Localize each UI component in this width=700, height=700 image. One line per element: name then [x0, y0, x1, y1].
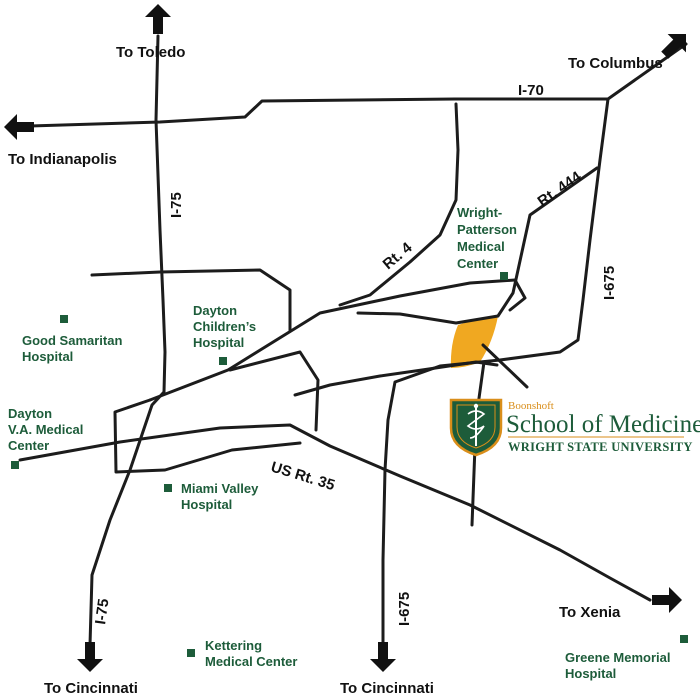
- place-miami-valley: Miami Valley Hospital: [164, 481, 259, 512]
- label-to-cincinnati-east: To Cincinnati: [340, 680, 434, 697]
- label-i75-south: I-75: [92, 598, 112, 626]
- hospital-marker-icon: [11, 461, 19, 469]
- arrow-south-cincinnati-west-icon: [77, 642, 103, 672]
- place-dayton-childrens: Dayton Children’s Hospital: [193, 303, 256, 365]
- hospital-marker-icon: [164, 484, 172, 492]
- place-label-line: Wright-: [457, 205, 502, 220]
- label-i75-north: I-75: [168, 192, 185, 218]
- place-label-line: Hospital: [22, 349, 73, 364]
- label-us35: US Rt. 35: [269, 459, 337, 495]
- place-label-line: Center: [8, 438, 49, 453]
- label-to-columbus: To Columbus: [568, 55, 663, 72]
- place-label-line: Hospital: [181, 497, 232, 512]
- arrow-northeast-columbus-icon: [661, 34, 686, 59]
- road-campus-spur: [481, 343, 529, 389]
- road-upper-loop: [90, 268, 292, 332]
- label-i675-east: I-675: [601, 266, 618, 300]
- hospital-marker-icon: [60, 315, 68, 323]
- place-kettering: Kettering Medical Center: [187, 638, 297, 669]
- boonshoft-logo: Boonshoft School of Medicine WRIGHT STAT…: [449, 398, 700, 457]
- place-label-line: Miami Valley: [181, 481, 259, 496]
- place-good-samaritan: Good Samaritan Hospital: [22, 315, 122, 364]
- road-north-connector: [293, 360, 499, 397]
- road-i75-north: [154, 34, 167, 394]
- direction-arrows: [4, 4, 686, 672]
- place-label-line: Patterson: [457, 222, 517, 237]
- label-rt4: Rt. 4: [380, 239, 416, 273]
- road-diagonal: [148, 278, 527, 402]
- road-rt4: [338, 102, 460, 307]
- arrow-west-indianapolis-icon: [4, 114, 34, 140]
- arrow-north-toledo-icon: [145, 4, 171, 34]
- place-label-line: V.A. Medical: [8, 422, 83, 437]
- road-west-box: [113, 398, 302, 474]
- road-us35: [18, 423, 652, 602]
- place-label-line: Children’s: [193, 319, 256, 334]
- label-to-cincinnati-west: To Cincinnati: [44, 680, 138, 697]
- label-to-xenia: To Xenia: [559, 604, 621, 621]
- place-label-line: Good Samaritan: [22, 333, 122, 348]
- arrow-south-cincinnati-east-icon: [370, 642, 396, 672]
- place-label-line: Dayton: [193, 303, 237, 318]
- logo-school-of-medicine: School of Medicine: [506, 411, 700, 438]
- label-to-indianapolis: To Indianapolis: [8, 151, 117, 168]
- logo-boonshoft: Boonshoft: [508, 400, 554, 412]
- place-label-line: Medical: [457, 239, 505, 254]
- place-label-line: Hospital: [193, 335, 244, 350]
- label-to-toledo: To Toledo: [116, 44, 185, 61]
- road-inner-link: [228, 350, 320, 432]
- place-label-line: Medical Center: [205, 654, 297, 669]
- place-dayton-va: Dayton V.A. Medical Center: [8, 406, 83, 469]
- place-label-line: Greene Memorial: [565, 650, 671, 665]
- place-label-line: Kettering: [205, 638, 262, 653]
- place-label-line: Center: [457, 256, 498, 271]
- place-wright-patterson: Wright- Patterson Medical Center: [457, 205, 517, 280]
- label-i70: I-70: [518, 82, 544, 99]
- hospital-marker-icon: [500, 272, 508, 280]
- road-rt444: [356, 166, 599, 325]
- hospital-marker-icon: [187, 649, 195, 657]
- label-rt444: Rt. 444: [535, 168, 586, 211]
- hospital-marker-icon: [680, 635, 688, 643]
- arrow-east-xenia-icon: [652, 587, 682, 613]
- place-label-line: Hospital: [565, 666, 616, 681]
- place-label-line: Dayton: [8, 406, 52, 421]
- caduceus-shield-icon: [449, 398, 503, 457]
- place-greene-memorial: Greene Memorial Hospital: [565, 635, 688, 681]
- wright-state-campus: [450, 316, 498, 368]
- hospital-marker-icon: [219, 357, 227, 365]
- label-i675-south: I-675: [396, 592, 413, 626]
- logo-wright-state-university: WRIGHT STATE UNIVERSITY: [508, 440, 693, 454]
- road-i75-south: [88, 390, 166, 647]
